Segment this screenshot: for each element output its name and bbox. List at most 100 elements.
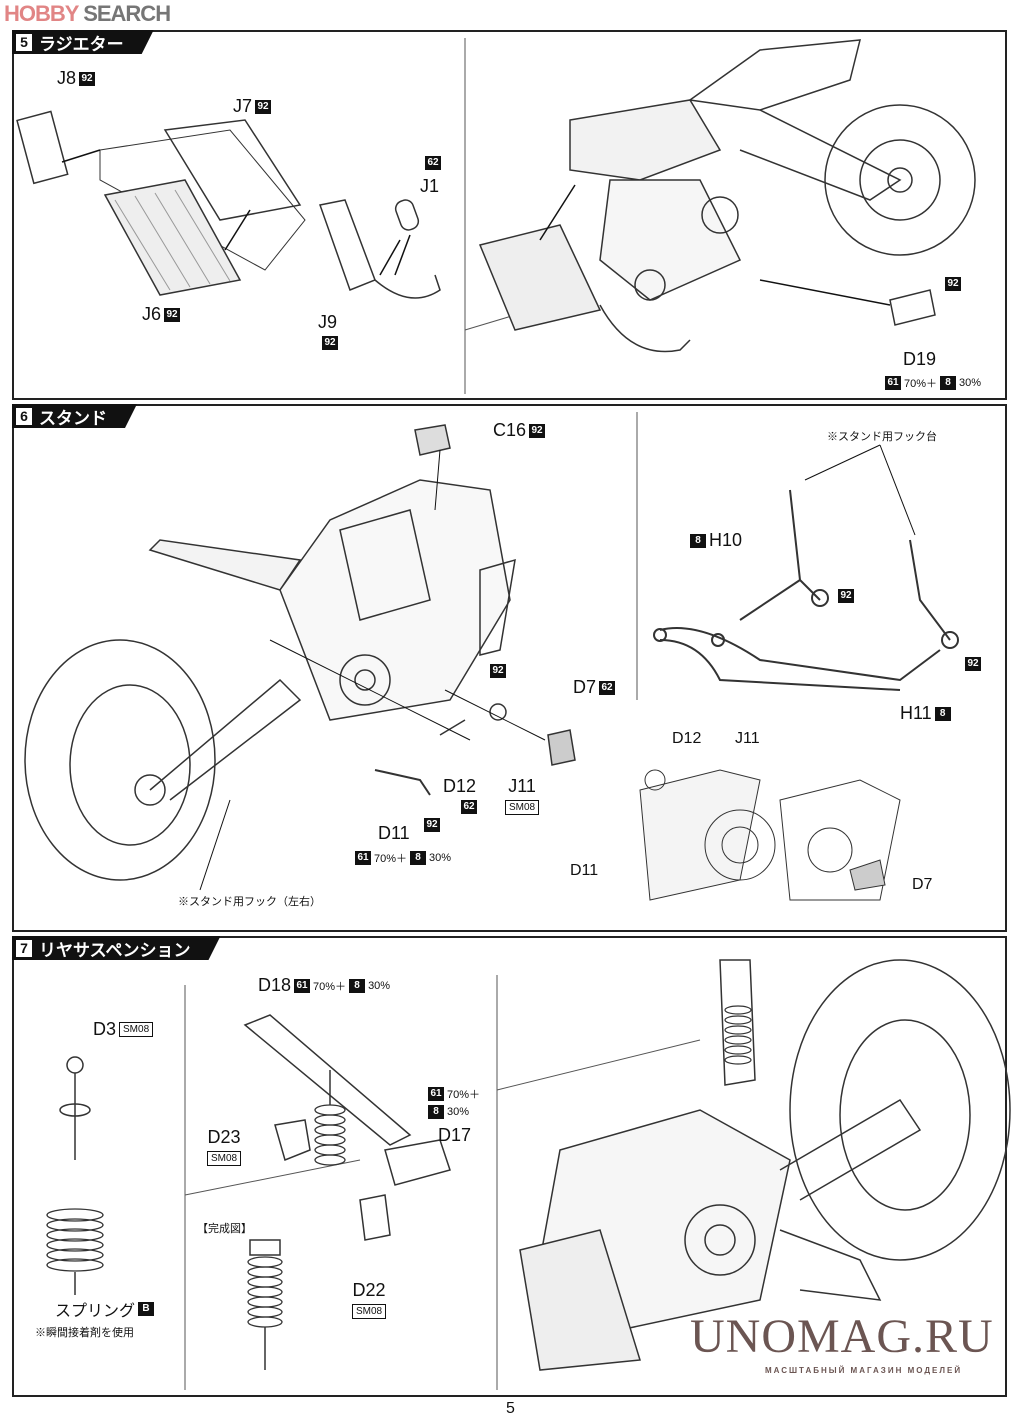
- detail-label-d11: D11: [570, 862, 599, 879]
- detail-label-d7: D7: [912, 876, 933, 893]
- part-label-j1-paint: 62: [425, 156, 441, 170]
- paint-code-label: 92: [490, 664, 506, 678]
- stand-drawing: [653, 489, 959, 691]
- part-id: J9: [318, 312, 338, 332]
- part-id: D19: [903, 349, 937, 369]
- step-number: 6: [16, 408, 32, 425]
- paint-code: 62: [599, 680, 616, 695]
- paint-code: SM08: [207, 1151, 242, 1166]
- paint-code-label: 92: [424, 818, 440, 832]
- part-label-d19: D19: [903, 349, 936, 370]
- note-stand-hook-base: ※スタンド用フック台: [827, 431, 937, 443]
- paint-code: 8: [410, 851, 427, 865]
- paint-code: SM08: [119, 1022, 154, 1037]
- part-id: H11: [900, 703, 932, 723]
- mix-ratio: 70%＋: [374, 853, 408, 865]
- completed-view-label: 【完成図】: [197, 1223, 252, 1235]
- part-id: D12: [443, 776, 477, 796]
- paint-code: 92: [322, 336, 338, 350]
- part-id: D18: [258, 975, 292, 995]
- part-id: J7: [233, 96, 253, 116]
- paint-code: B: [138, 1302, 155, 1316]
- page-number: 5: [506, 1400, 515, 1417]
- paint-code: 92: [965, 657, 981, 671]
- part-id: D17: [438, 1125, 472, 1145]
- part-id: J11: [508, 776, 536, 796]
- step-number: 7: [16, 940, 32, 957]
- paint-code: 92: [164, 307, 181, 322]
- paint-code: 92: [490, 664, 506, 678]
- mix-ratio: 30%: [447, 1106, 470, 1118]
- paint-code: 92: [79, 71, 96, 86]
- part-id: D23: [207, 1127, 241, 1147]
- paint-code: 61: [885, 376, 901, 390]
- watermark-brand-a: HOBBY: [4, 1, 79, 26]
- shock-linkage-drawing: [243, 1014, 451, 1370]
- watermark-brand-b: SEARCH: [83, 1, 171, 26]
- motorcycle-stand-hook-drawing: [24, 424, 576, 891]
- paint-code-label: 92: [945, 277, 961, 291]
- part-id: H10: [709, 530, 743, 550]
- radiator-exploded-drawing: [16, 110, 441, 299]
- paint-code: 61: [428, 1087, 444, 1101]
- part-id: J8: [57, 68, 77, 88]
- part-label-j1: J1: [420, 176, 439, 197]
- step-number: 5: [16, 34, 32, 51]
- part-label-d17: D17: [438, 1125, 471, 1146]
- shock-spring-drawing: [46, 1056, 104, 1295]
- part-id: D3: [93, 1019, 117, 1039]
- part-label-d11: D11: [378, 823, 410, 844]
- paint-code: 8: [349, 978, 366, 993]
- paint-code-label: 92: [838, 589, 854, 603]
- hobby-search-watermark: HOBBY SEARCH: [4, 1, 171, 26]
- part-label-j9-paint: 92: [322, 336, 338, 350]
- paint-code: 61: [355, 851, 371, 865]
- paint-code: 92: [529, 423, 546, 438]
- mix-ratio: 70%＋: [447, 1089, 481, 1101]
- paint-code: 8: [940, 376, 957, 390]
- paint-code: 8: [428, 1105, 444, 1119]
- mix-ratio: 30%: [368, 979, 391, 992]
- paint-code: 62: [425, 156, 441, 170]
- step-title: ラジエター: [39, 34, 124, 54]
- paint-code: 61: [294, 978, 311, 993]
- paint-code: 62: [461, 800, 477, 814]
- unomag-tagline: МАСШТАБНЫЙ МАГАЗИН МОДЕЛЕЙ: [765, 1366, 963, 1375]
- paint-code: 92: [255, 99, 272, 114]
- mix-ratio: 70%＋: [904, 378, 938, 390]
- paint-code-label: 92: [965, 657, 981, 671]
- paint-code: SM08: [352, 1304, 387, 1319]
- unomag-watermark: UNOMAG.RU: [690, 1310, 994, 1363]
- part-id: D7: [573, 677, 597, 697]
- part-id: スプリング: [55, 1303, 136, 1320]
- paint-code: 92: [424, 818, 440, 832]
- detail-label-d12: D12: [672, 730, 702, 747]
- section-header: 5 ラジエター: [12, 30, 154, 54]
- motorcycle-radiator-assembly-drawing: [478, 39, 976, 353]
- part-id: C16: [493, 420, 527, 440]
- paint-code: SM08: [505, 800, 540, 815]
- note-instant-glue: ※瞬間接着剤を使用: [35, 1327, 134, 1339]
- part-id: J6: [142, 304, 162, 324]
- mix-ratio: 30%: [959, 377, 982, 389]
- mix-ratio: 70%＋: [313, 980, 347, 993]
- paint-code: 92: [838, 589, 854, 603]
